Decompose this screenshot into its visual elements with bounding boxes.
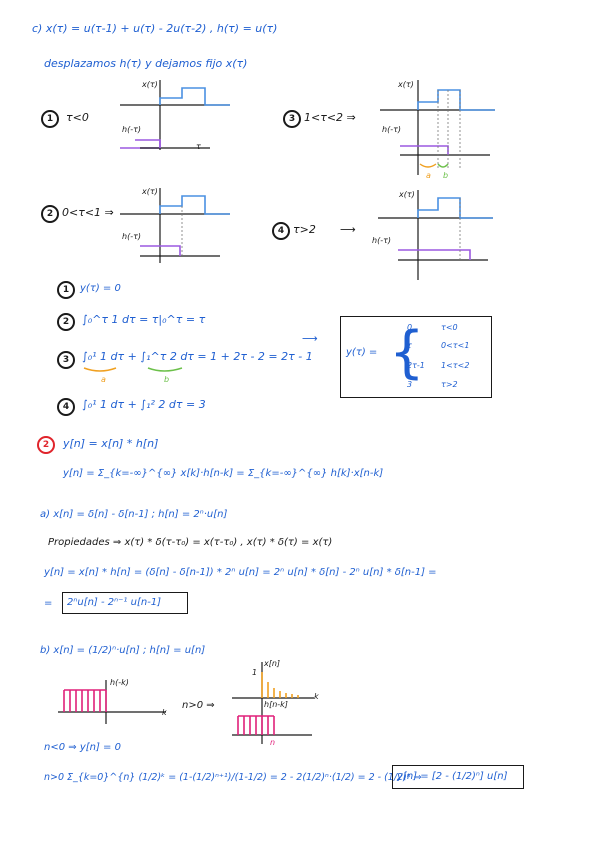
result-4-number: 4 [57, 398, 75, 416]
case-3-label: 1<τ<2 ⇒ [304, 111, 356, 124]
result-1: y(τ) = 0 [80, 283, 121, 294]
part-b-hk-label: h(-k) [110, 678, 129, 687]
case-1-h-label: h(-τ) [122, 125, 142, 134]
case-2-label: 0<τ<1 ⇒ [62, 206, 114, 219]
part-a-equals: = [44, 598, 53, 609]
result-3-a: a [101, 375, 106, 384]
problem-2-number: 2 [37, 436, 55, 454]
part-b-header: b) x[n] = (1/2)ⁿ·u[n] ; h[n] = u[n] [40, 645, 206, 656]
part-b-k-label: k [162, 708, 167, 717]
case-2-h-label: h(-τ) [122, 232, 142, 241]
part-b-result: y[n] = [2 - (1/2)ⁿ] u[n] [397, 771, 508, 782]
case-4-label: τ>2 [293, 223, 316, 236]
piecewise-row-2-v: 2τ-1 [407, 361, 425, 370]
result-3-b: b [164, 375, 170, 384]
piecewise-row-1-v: τ [407, 341, 412, 350]
case-4-x-label: x(τ) [399, 190, 415, 199]
problem-2-eq2: y[n] = Σ_{k=-∞}^{∞} x[k]·h[n-k] = Σ_{k=-… [63, 468, 384, 479]
part-a-properties: Propiedades ⇒ x(τ) * δ(τ-τ₀) = x(τ-τ₀) ,… [48, 537, 333, 548]
part-a-result-box: 2ⁿu[n] - 2ⁿ⁻¹ u[n-1] [62, 592, 188, 614]
result-4: ∫₀¹ 1 dτ + ∫₁² 2 dτ = 3 [82, 398, 206, 411]
part-b-negative: n<0 ⇒ y[n] = 0 [44, 742, 121, 753]
piecewise-row-3-v: 3 [407, 380, 413, 389]
case-2-number: 2 [41, 205, 59, 223]
case-4-h-label: h(-τ) [372, 236, 392, 245]
case-3-a-label: a [426, 171, 431, 180]
result-1-number: 1 [57, 281, 75, 299]
case-3-number: 3 [283, 110, 301, 128]
case-1-label: τ<0 [66, 111, 89, 124]
part-b-n0-label: n>0 ⇒ [182, 700, 215, 711]
piecewise-row-0-c: τ<0 [441, 323, 458, 332]
result-3-underlines [83, 367, 183, 372]
case-3-b-label: b [443, 171, 449, 180]
case-4-arrow: ⟶ [340, 223, 356, 236]
case-2-x-label: x(τ) [142, 187, 158, 196]
part-b-n-label: n [270, 738, 276, 747]
case-2-plot [120, 188, 230, 263]
part-b-xn-label: x[n] [264, 659, 281, 668]
case-1-plot [120, 80, 230, 150]
result-3: ∫₀¹ 1 dτ + ∫₁^τ 2 dτ = 1 + 2τ - 2 = 2τ -… [82, 350, 313, 363]
case-1-t-label: τ [196, 142, 201, 151]
part-a-header: a) x[n] = δ[n] - δ[n-1] ; h[n] = 2ⁿ·u[n] [40, 509, 228, 520]
piecewise-row-3-c: τ>2 [441, 380, 458, 389]
case-4-plot [378, 190, 493, 280]
part-b-hnk-label: h[n-k] [264, 700, 288, 709]
problem-2-eq1: y[n] = x[n] * h[n] [63, 437, 159, 450]
piecewise-brace: { [389, 320, 425, 385]
case-1-number: 1 [41, 110, 59, 128]
part-a-calc: y[n] = x[n] * h[n] = (δ[n] - δ[n-1]) * 2… [44, 567, 437, 578]
result-arrow: ⟶ [302, 332, 318, 345]
piecewise-box: y(τ) = { 0 τ<0 τ 0<τ<1 2τ-1 1<τ<2 3 τ>2 [340, 316, 492, 398]
case-3-plot [380, 80, 495, 175]
piecewise-row-1-c: 0<τ<1 [441, 341, 470, 350]
result-3-number: 3 [57, 351, 75, 369]
part-c-header: c) x(τ) = u(τ-1) + u(τ) - 2u(τ-2) , h(τ)… [32, 22, 278, 35]
part-b-result-box: y[n] = [2 - (1/2)ⁿ] u[n] [392, 765, 524, 789]
part-c-intro: desplazamos h(τ) y dejamos fijo x(τ) [44, 57, 248, 70]
case-3-h-label: h(-τ) [382, 125, 402, 134]
part-b-k2-label: k [314, 692, 319, 701]
result-2: ∫₀^τ 1 dτ = τ|₀^τ = τ [82, 313, 206, 326]
case-4-number: 4 [272, 222, 290, 240]
case-1-x-label: x(τ) [142, 80, 158, 89]
part-b-positive: n>0 Σ_{k=0}^{n} (1/2)ᵏ = (1-(1/2)ⁿ⁺¹)/(1… [44, 772, 422, 783]
result-2-number: 2 [57, 313, 75, 331]
part-a-result: 2ⁿu[n] - 2ⁿ⁻¹ u[n-1] [67, 597, 162, 608]
part-b-left-plot [58, 680, 166, 724]
case-3-x-label: x(τ) [398, 80, 414, 89]
part-b-one-label: 1 [252, 668, 258, 677]
piecewise-row-0-v: 0 [407, 323, 413, 332]
piecewise-lhs: y(τ) = [346, 347, 378, 358]
part-b-right-plot [232, 662, 314, 744]
piecewise-row-2-c: 1<τ<2 [441, 361, 470, 370]
